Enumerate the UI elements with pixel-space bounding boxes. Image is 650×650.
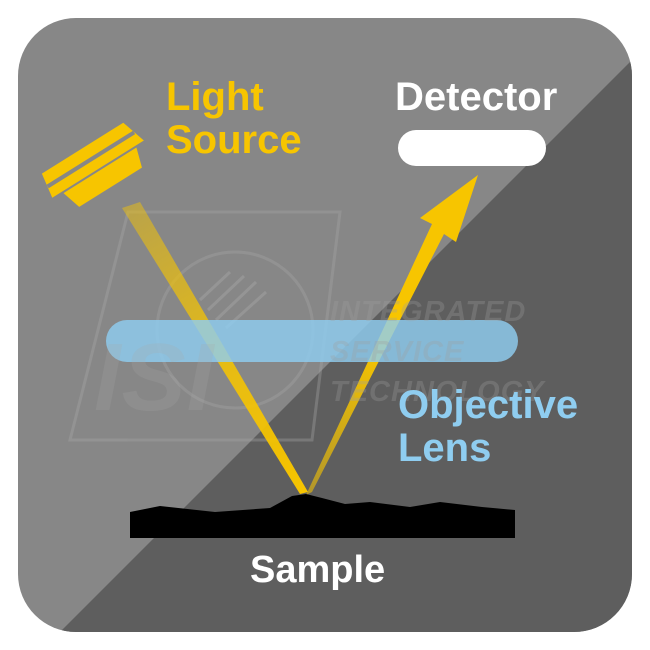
light-source-label-line-2: Source: [166, 118, 302, 163]
watermark-line-3: TECHNOLOGY: [330, 376, 545, 408]
objective-lens-label-line-1: Objective: [398, 383, 579, 427]
objective-lens: [106, 320, 518, 362]
light-source-icon: [41, 122, 144, 207]
sample-label: Sample: [250, 549, 386, 591]
watermark-logo-text: ISI: [94, 324, 215, 431]
watermark-line-1: INTEGRATED: [330, 296, 527, 328]
sample-surface: [130, 494, 515, 538]
watermark-line-2: SERVICE: [330, 336, 465, 368]
light-source-label-line-1: Light: [166, 75, 264, 119]
detector-icon: [398, 130, 546, 166]
light-source-label: Light Source: [166, 75, 302, 163]
detector-label: Detector: [395, 75, 558, 119]
objective-lens-label-line-2: Lens: [398, 426, 492, 471]
objective-lens-label: Objective Lens: [398, 383, 579, 471]
